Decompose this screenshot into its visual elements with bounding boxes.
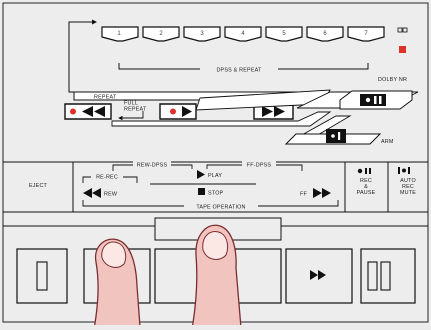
memory-button-7[interactable]: 7 — [347, 26, 385, 42]
play-repeat-button[interactable] — [159, 103, 197, 120]
record-indicator-led — [399, 46, 406, 53]
rec-pause-key[interactable] — [360, 248, 416, 304]
stop-button[interactable]: STOP — [198, 188, 224, 197]
fast-forward-icon — [262, 106, 285, 117]
ff-dpss-label: FF-DPSS — [247, 163, 272, 169]
memory-button-label: 6 — [323, 31, 327, 37]
play-icon — [197, 170, 205, 179]
fast-forward-icon — [310, 270, 326, 280]
eject-label: EJECT — [29, 183, 48, 189]
memory-button-3[interactable]: 3 — [183, 26, 221, 42]
fast-forward-icon — [313, 188, 331, 198]
rew-dpss-label: REW-DPSS — [137, 163, 168, 169]
record-dot-icon — [70, 108, 76, 115]
dpss-repeat-label: DPSS & REPEAT — [216, 68, 262, 74]
full-repeat-text: FULL — [124, 101, 138, 107]
dpss-repeat-bracket: DPSS & REPEAT — [118, 63, 369, 74]
ff-key[interactable] — [285, 248, 353, 304]
rec-pause-label: REC&PAUSE — [357, 178, 376, 196]
memory-button-label: 2 — [159, 31, 163, 37]
indicator-squares — [397, 27, 408, 33]
ff-dpss-bracket: FF-DPSS — [206, 161, 303, 171]
full-repeat-arrow — [118, 111, 144, 121]
record-dot-icon — [170, 108, 176, 115]
rewind-repeat-button[interactable] — [64, 103, 112, 120]
play-button[interactable]: PLAY — [197, 170, 222, 179]
memory-button-label: 4 — [241, 31, 245, 37]
memory-button-5[interactable]: 5 — [265, 26, 303, 42]
tape-operation-label: TAPE OPERATION — [196, 205, 245, 211]
stop-icon — [198, 188, 205, 195]
rew-dpss-bracket: REW-DPSS — [112, 161, 193, 171]
finger-pressing-play — [191, 224, 242, 330]
full-repeat-label: FULL REPEAT — [124, 101, 147, 113]
rew-label: REW — [104, 192, 118, 198]
memory-button-1[interactable]: 1 — [101, 26, 139, 42]
rewind-icon — [82, 106, 105, 117]
memory-buttons: 1 2 3 4 5 6 7 — [101, 26, 385, 42]
memory-button-6[interactable]: 6 — [306, 26, 344, 42]
memory-button-label: 3 — [200, 31, 204, 37]
tape-operation-bracket: TAPE OPERATION — [82, 200, 339, 211]
memory-button-4[interactable]: 4 — [224, 26, 262, 42]
rewind-icon — [83, 188, 101, 198]
tape-operation-strip — [3, 161, 428, 213]
re-rec-bracket: RE-REC — [82, 173, 138, 183]
play-icon — [182, 106, 192, 117]
svg-text:FULL REPEAT: FULL REPEAT — [124, 101, 147, 113]
arm-switch[interactable]: ARM — [284, 129, 394, 145]
finger-pressing-rew — [93, 238, 141, 330]
arm-label: ARM — [381, 139, 394, 145]
memory-button-label: 1 — [117, 31, 121, 37]
dolby-nr-label: DOLBY NR — [378, 77, 407, 83]
stop-label: STOP — [208, 191, 224, 197]
eject-key[interactable] — [16, 248, 68, 304]
memory-button-label: 5 — [282, 31, 286, 37]
play-label: PLAY — [208, 173, 222, 179]
ff-label: FF — [300, 192, 307, 198]
ff-button[interactable]: FF — [300, 188, 331, 198]
re-rec-label: RE-REC — [96, 175, 118, 181]
memory-button-label: 7 — [364, 31, 368, 37]
repeat-label: REPEAT — [94, 95, 117, 101]
dolby-nr-switch[interactable]: DOLBY NR — [339, 77, 413, 110]
memory-button-2[interactable]: 2 — [142, 26, 180, 42]
rew-button[interactable]: REW — [83, 188, 118, 198]
rec-pause-button[interactable]: REC&PAUSE — [357, 168, 376, 196]
pause-icon — [365, 168, 367, 174]
record-dot-icon — [357, 168, 363, 174]
